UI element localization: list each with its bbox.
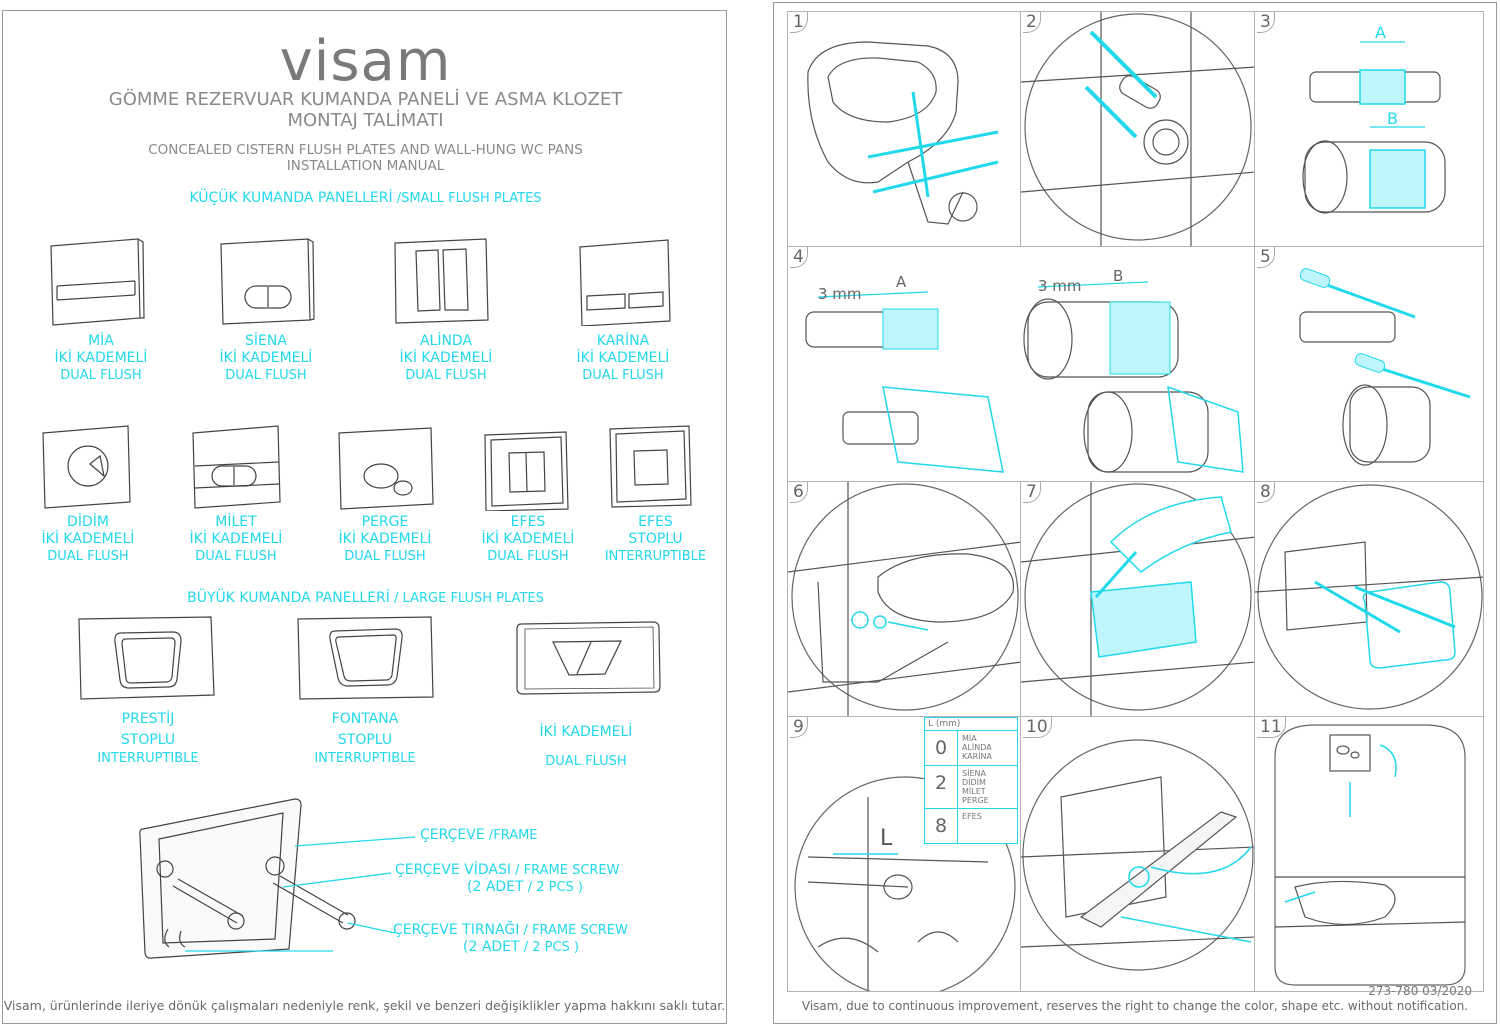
step-9-dim-l: L	[880, 826, 893, 851]
step-1-drawing	[807, 41, 999, 225]
dual-large-plate-drawing	[516, 621, 661, 695]
step-8-drawing	[1255, 484, 1483, 710]
document-code: 273-780 03/2020	[1368, 984, 1472, 998]
perge-plate-drawing	[338, 427, 434, 510]
step-4-dim-a: A	[896, 273, 907, 291]
frame-screw-label: ÇERÇEVE VİDASI / FRAME SCREW (2 ADET / 2…	[395, 862, 620, 895]
fontana-plate-drawing	[297, 616, 434, 700]
step-1-panel: 1	[787, 11, 1021, 247]
step-3-panel: 3 A B	[1254, 11, 1484, 247]
step-11-panel: 11	[1254, 716, 1484, 992]
step-4-panel: 4 3 mm A 3 mm B	[787, 246, 1255, 482]
large-plates-title: BÜYÜK KUMANDA PANELLERİ / LARGE FLUSH PL…	[187, 590, 544, 606]
alinda-plate-drawing	[394, 238, 489, 324]
step-4-3mm-left: 3 mm	[818, 285, 862, 303]
step-7-panel: 7	[1020, 481, 1255, 717]
left-page: visam GÖMME REZERVUAR KUMANDA PANELİ VE …	[2, 10, 727, 1024]
prestij-plate-drawing	[78, 616, 215, 700]
step-10-panel: 10	[1020, 716, 1255, 992]
step-2-panel: 2	[1020, 11, 1255, 247]
didim-plate-drawing	[42, 425, 131, 509]
l-table-row: 8 EFES	[925, 809, 1017, 843]
step-9-drawing: L	[794, 776, 1016, 991]
step-3-drawing: A B	[1302, 23, 1446, 214]
right-page: 1 2	[773, 2, 1497, 1024]
l-table-header: L (mm)	[925, 718, 1017, 731]
visam-logo: visam	[279, 29, 452, 94]
step-6-drawing	[788, 482, 1020, 716]
step-11-number: 11	[1257, 717, 1286, 738]
efes-stop-plate-drawing	[609, 425, 692, 508]
step-7-drawing	[1021, 482, 1254, 716]
step-3-dim-a: A	[1375, 23, 1386, 42]
step-4-drawing: 3 mm A 3 mm B	[805, 267, 1244, 473]
steps-grid: 1 2	[787, 11, 1484, 998]
frame-drawing	[139, 798, 416, 959]
efes-dual-plate-drawing	[484, 431, 569, 511]
frame-label: ÇERÇEVE /FRAME	[420, 827, 538, 843]
left-footer-disclaimer: Visam, ürünlerinde ileriye dönük çalışma…	[3, 998, 726, 1013]
small-plates-title: KÜÇÜK KUMANDA PANELLERİ /SMALL FLUSH PLA…	[189, 190, 542, 206]
step-5-drawing	[1299, 268, 1471, 466]
frame-clip-label: ÇERÇEVE TIRNAĞI / FRAME SCREW (2 ADET / …	[393, 922, 628, 955]
step-10-number: 10	[1023, 717, 1052, 738]
step-3-dim-b: B	[1387, 109, 1398, 128]
title-en: CONCEALED CISTERN FLUSH PLATES AND WALL-…	[148, 142, 583, 174]
siena-plate-drawing	[220, 238, 315, 325]
step-4-3mm-right: 3 mm	[1038, 277, 1082, 295]
mia-plate-drawing	[50, 238, 145, 326]
karina-plate-drawing	[579, 239, 671, 326]
step-10-drawing	[1021, 739, 1254, 971]
step-8-panel: 8	[1254, 481, 1484, 717]
step-11-drawing	[1274, 724, 1466, 986]
step-6-panel: 6	[787, 481, 1021, 717]
step-5-panel: 5	[1254, 246, 1484, 482]
title-tr: GÖMME REZERVUAR KUMANDA PANELİ VE ASMA K…	[108, 89, 623, 131]
step-2-drawing	[1021, 12, 1254, 246]
right-footer-disclaimer: Visam, due to continuous improvement, re…	[801, 999, 1469, 1013]
milet-plate-drawing	[192, 425, 281, 509]
step-4-dim-b: B	[1113, 267, 1123, 285]
